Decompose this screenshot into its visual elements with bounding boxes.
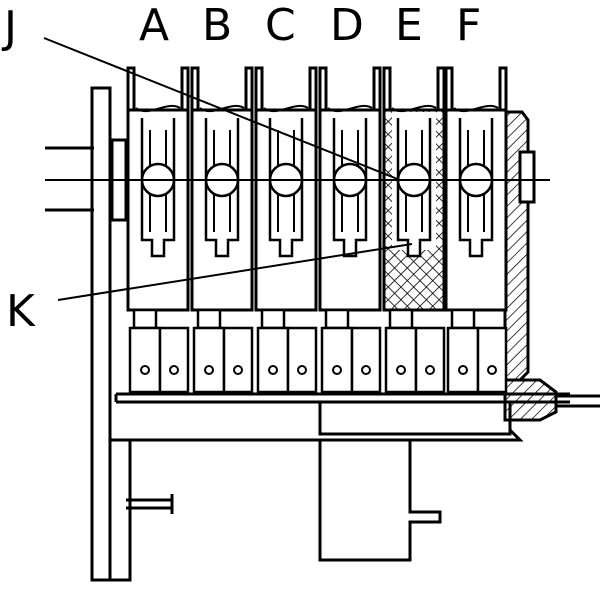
screw-hole: [458, 365, 468, 375]
terminal-block: [132, 308, 158, 330]
frame-pin: [126, 494, 174, 514]
label-j: J: [1, 2, 17, 53]
screw-hole: [396, 365, 406, 375]
module-b: [190, 66, 254, 394]
module-a: [126, 66, 190, 394]
screw-hole: [361, 365, 371, 375]
screw-hole: [268, 365, 278, 375]
terminal-block: [324, 308, 350, 330]
frame-bottom: [110, 438, 132, 582]
terminal-block: [260, 308, 286, 330]
label-d: D: [330, 0, 364, 51]
main-frame: [90, 86, 112, 582]
module-d: [318, 66, 382, 394]
label-b: B: [202, 0, 232, 51]
terminal-block: [450, 308, 476, 330]
screw-hole: [332, 365, 342, 375]
label-c: C: [265, 0, 296, 51]
module-c: [254, 66, 318, 394]
screw-hole: [204, 365, 214, 375]
right-shaft-cap: [518, 150, 536, 204]
lower-housing: [318, 400, 524, 562]
switch-modules: [126, 66, 508, 394]
left-shaft: [45, 146, 94, 212]
leader-k: [57, 243, 413, 301]
module-clip: [126, 66, 190, 130]
screw-hole: [425, 365, 435, 375]
module-clip: [318, 66, 382, 130]
module-clip: [254, 66, 318, 130]
module-clip: [444, 66, 508, 130]
screw-hole: [169, 365, 179, 375]
right-boss: [503, 378, 558, 422]
screw-hole: [233, 365, 243, 375]
screw-hole: [140, 365, 150, 375]
leader-j: [43, 37, 401, 181]
label-f: F: [456, 0, 481, 51]
module-clip: [382, 66, 446, 130]
terminal-block: [196, 308, 222, 330]
screw-hole: [297, 365, 307, 375]
label-a: A: [139, 0, 169, 51]
screw-hole: [487, 365, 497, 375]
module-e: [382, 66, 446, 394]
label-k: K: [6, 286, 36, 337]
terminal-block: [388, 308, 414, 330]
module-f: [444, 66, 508, 394]
label-e: E: [395, 0, 423, 51]
